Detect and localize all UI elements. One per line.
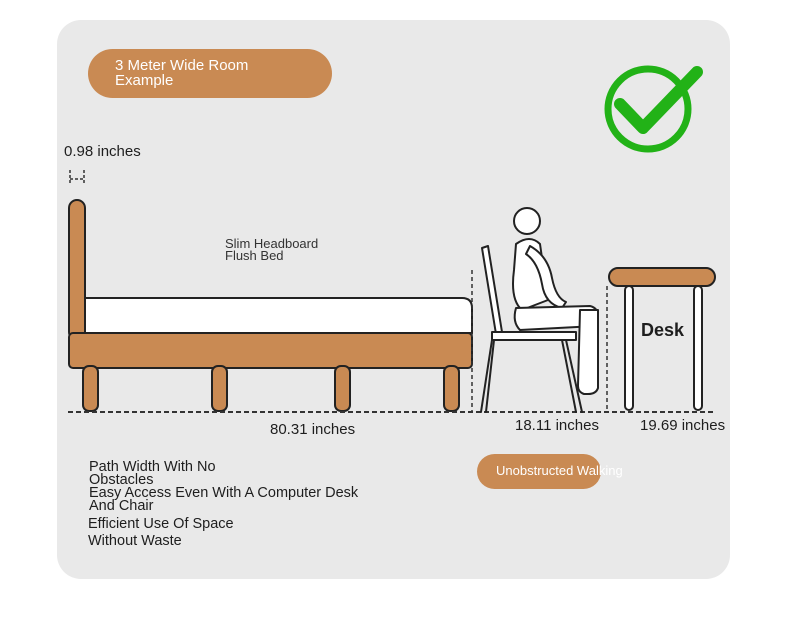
unobstructed-walking-label: Unobstructed Walking (496, 463, 623, 478)
desk-illustration (608, 267, 716, 411)
feature-line: Efficient Use Of Space (88, 516, 234, 532)
bed-illustration (68, 199, 473, 412)
bed-feature-line2: Flush Bed (225, 248, 284, 263)
unobstructed-walking-badge: Unobstructed Walking (477, 454, 623, 489)
headboard-thickness-label: 0.98 inches (64, 143, 141, 160)
desk-depth-label: 19.69 inches (640, 417, 726, 434)
feature-line: Path Width With No (89, 459, 216, 475)
dimension-guides (471, 270, 608, 412)
desk-label: Desk (641, 320, 685, 340)
feature-line: Easy Access Even With A Computer Desk (89, 485, 359, 501)
bed-length-label: 80.31 inches (270, 421, 356, 438)
checkmark-circle-icon (604, 65, 703, 153)
bed-feature-label: Slim Headboard Flush Bed (225, 236, 319, 263)
feature-line: Obstacles (89, 472, 154, 488)
feature-line: And Chair (89, 498, 154, 514)
bed-feature-line1: Slim Headboard (225, 236, 319, 251)
feature-item: Efficient Use Of Space Without Waste (88, 516, 234, 550)
headboard-thickness-marker (69, 170, 85, 184)
chair-depth-label: 18.11 inches (515, 417, 599, 434)
room-example-badge: 3 Meter Wide Room Example (88, 49, 332, 98)
room-example-title: 3 Meter Wide Room Example (115, 57, 249, 89)
feature-item: Easy Access Even With A Computer Desk An… (89, 485, 359, 514)
seated-person-illustration (480, 207, 599, 413)
feature-line: Without Waste (88, 533, 182, 549)
feature-item: Path Width With No Obstacles (89, 459, 216, 488)
